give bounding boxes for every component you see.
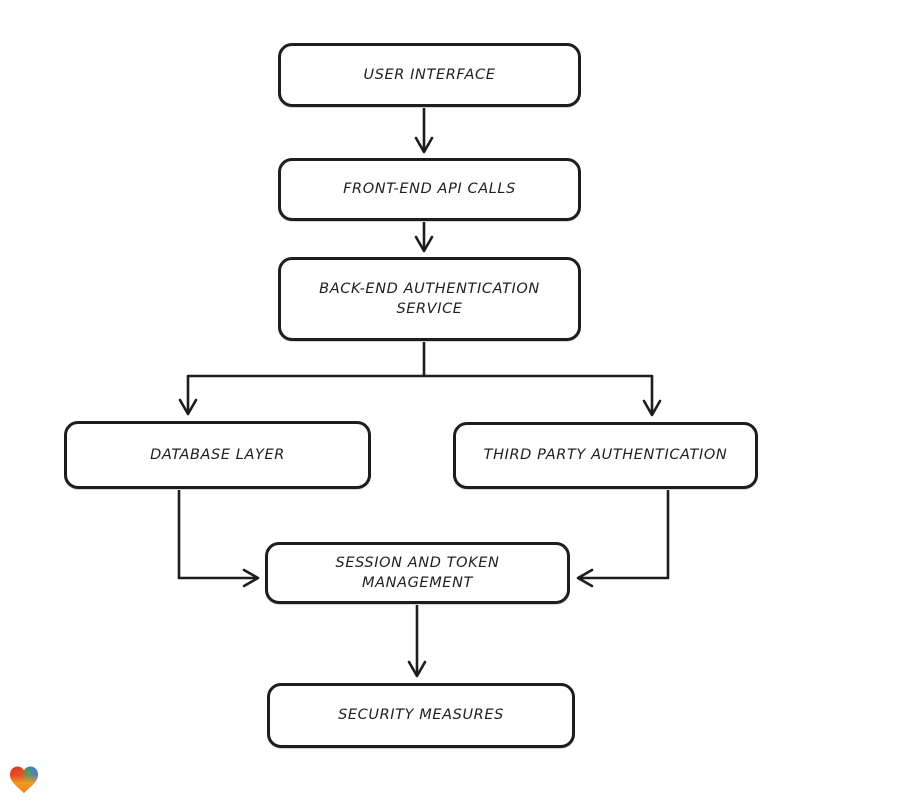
node-session-and-token-management[interactable]: SESSION AND TOKEN MANAGEMENT: [265, 542, 570, 604]
node-label: DATABASE LAYER: [150, 446, 285, 463]
node-label: THIRD PARTY AUTHENTICATION: [483, 447, 728, 464]
node-back-end-authentication-service[interactable]: BACK-END AUTHENTICATION SERVICE: [278, 257, 581, 341]
node-label: FRONT-END API CALLS: [343, 181, 516, 198]
edge-backend-to-database: [178, 342, 426, 416]
edge-backend-to-thirdparty: [424, 374, 662, 417]
edge-thirdparty-to-session: [576, 490, 670, 588]
edge-database-to-session: [177, 490, 260, 588]
node-label: BACK-END AUTHENTICATION SERVICE: [319, 280, 540, 317]
heart-logo-icon: [10, 766, 38, 793]
node-label: SESSION AND TOKEN MANAGEMENT: [335, 554, 500, 591]
node-label: SECURITY MEASURES: [338, 707, 504, 724]
node-third-party-authentication[interactable]: THIRD PARTY AUTHENTICATION: [453, 422, 758, 489]
node-security-measures[interactable]: SECURITY MEASURES: [267, 683, 575, 748]
node-front-end-api-calls[interactable]: FRONT-END API CALLS: [278, 158, 581, 221]
node-database-layer[interactable]: DATABASE LAYER: [64, 421, 371, 489]
node-user-interface[interactable]: USER INTERFACE: [278, 43, 581, 107]
node-label: USER INTERFACE: [363, 66, 496, 83]
